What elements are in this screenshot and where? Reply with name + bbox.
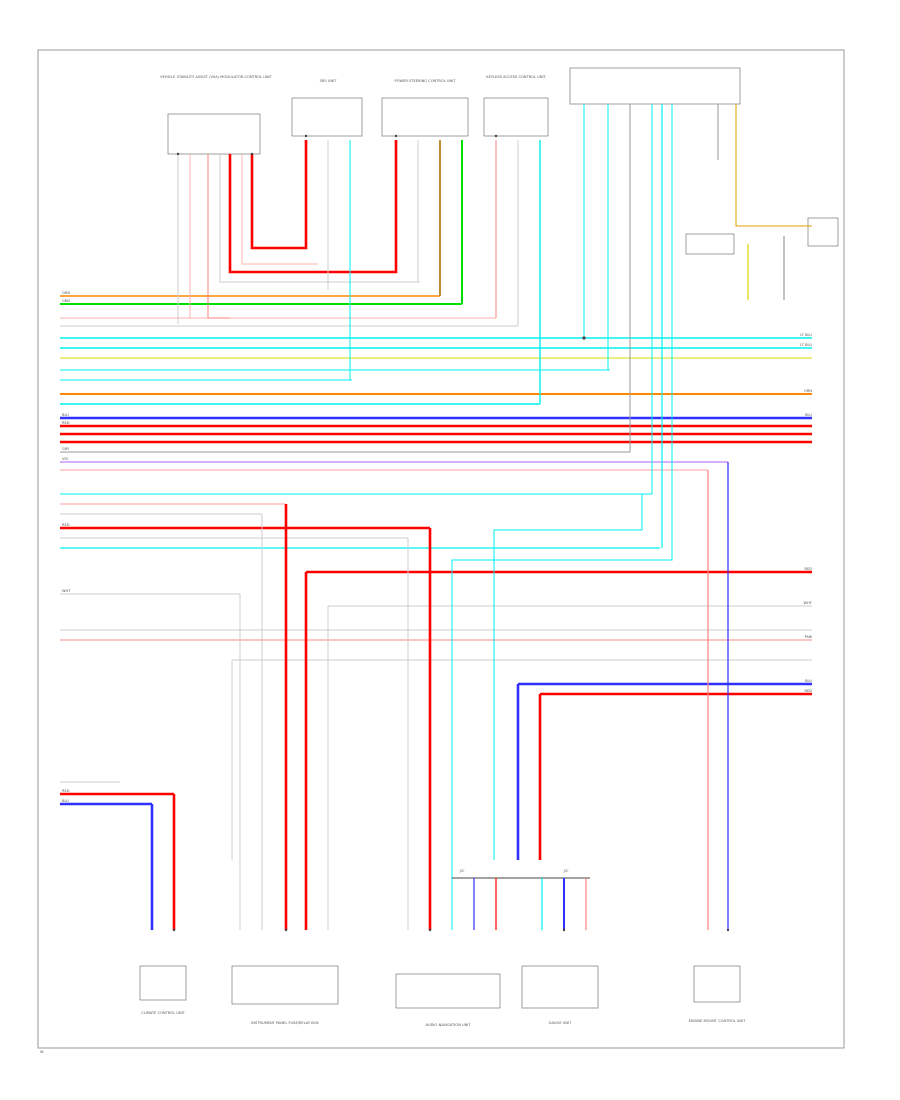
wire-tag: WHT (804, 601, 813, 605)
wire-tag: RED (62, 421, 70, 425)
bottom-module-climate-box (139, 965, 187, 1001)
wire-v-vsa-4 (219, 154, 420, 283)
wire-tag: WHT (62, 589, 71, 593)
wire-tag: PNK (805, 635, 813, 639)
pin (428, 928, 432, 932)
wire-v-vsa-6 (241, 154, 318, 265)
top-module-vsa-label: VEHICLE STABILITY ASSIST (VSA) MODULATOR… (160, 75, 272, 79)
left-wire-tags: ORN GRN BLU RED GRY VIO RED WHT RED BLU (62, 291, 71, 803)
pin (582, 336, 586, 340)
wire-tag: GRN (62, 299, 70, 303)
vertical-wires (150, 104, 812, 930)
page-reference: W (40, 1050, 44, 1054)
wire-v-fuse-8 (735, 104, 812, 227)
bottom-module-gauge-label: GAUGE UNIT (549, 1021, 572, 1025)
wire-tag: RED (804, 567, 812, 571)
pin (304, 134, 308, 138)
bottom-module-engine-mount: ENGINE MOUNT CONTROL UNIT (689, 965, 747, 1023)
ground-box (807, 217, 839, 247)
wire-tag: BLU (805, 679, 812, 683)
wire-tag: ORN (804, 389, 812, 393)
wire-tag: BLU (805, 413, 812, 417)
relay-box (685, 233, 735, 255)
pin (250, 152, 254, 156)
wire-tag: RED (62, 789, 70, 793)
top-module-eps-label: POWER STEERING CONTROL UNIT (395, 79, 457, 83)
top-module-eps: POWER STEERING CONTROL UNIT (381, 79, 469, 137)
pin (494, 134, 498, 138)
top-module-keyless: KEYLESS ACCESS CONTROL UNIT (483, 75, 549, 137)
top-module-srs-box (291, 97, 363, 137)
top-module-keyless-label: KEYLESS ACCESS CONTROL UNIT (486, 75, 546, 79)
top-module-eps-box (381, 97, 469, 137)
connector-pins (172, 134, 730, 932)
wire-tag: BLU (62, 799, 69, 803)
top-module-srs-label: SRS UNIT (320, 79, 338, 83)
wire-tag: BLU (62, 413, 69, 417)
diagram-frame (37, 49, 845, 1049)
bottom-module-audio: AUDIO-NAVIGATION UNIT (395, 973, 501, 1027)
bottom-module-gauge-box (521, 965, 599, 1009)
wire-v-vsa-3 (207, 154, 230, 319)
top-module-vsa: VEHICLE STABILITY ASSIST (VSA) MODULATOR… (160, 75, 273, 155)
junction-right-label: J/C (563, 869, 569, 873)
top-module-vsa-box (167, 113, 261, 155)
horizontal-wires (60, 295, 812, 806)
wire-v-vsa-5 (228, 140, 398, 274)
bottom-module-engine-mount-label: ENGINE MOUNT CONTROL UNIT (689, 1019, 747, 1023)
wire-v-fuse-6 (451, 104, 673, 930)
top-module-srs: SRS UNIT (291, 79, 363, 137)
wire-tag: VIO (62, 457, 69, 461)
bottom-module-audio-label: AUDIO-NAVIGATION UNIT (425, 1023, 471, 1027)
bottom-module-ipfuse-label: INSTRUMENT PANEL FUSE/RELAY BOX (251, 1021, 319, 1025)
top-module-fuse-box-box (569, 67, 741, 105)
bottom-module-gauge: GAUGE UNIT (521, 965, 599, 1025)
bottom-module-engine-mount-box (693, 965, 741, 1003)
wire-tag: RED (804, 689, 812, 693)
bottom-module-climate: CLIMATE CONTROL UNIT (139, 965, 187, 1015)
top-module-keyless-box (483, 97, 549, 137)
wire-v-vsa-7 (250, 140, 308, 250)
pin (562, 928, 566, 932)
bottom-module-climate-label: CLIMATE CONTROL UNIT (141, 1011, 186, 1015)
wire-tag: GRY (62, 447, 70, 451)
pin (394, 134, 398, 138)
pin (176, 152, 180, 156)
bottom-module-ipfuse-box (231, 965, 339, 1005)
wire-tag: LT BLU (800, 333, 812, 337)
wire-tag: LT BLU (800, 343, 812, 347)
bottom-module-ipfuse: INSTRUMENT PANEL FUSE/RELAY BOX (231, 965, 339, 1025)
top-module-fuse-box: UNDER-HOOD FUSE/RELAY BOX (569, 67, 741, 105)
wire-tag: RED (62, 523, 70, 527)
pin (726, 928, 730, 932)
wire-v-fuse-4 (493, 104, 653, 860)
bottom-module-audio-box (395, 973, 501, 1009)
right-wire-tags: LT BLU LT BLU ORN BLU RED WHT PNK BLU RE… (800, 333, 813, 693)
wire-tag: ORN (62, 291, 70, 295)
pin (172, 928, 176, 932)
junction-left-label: J/C (459, 869, 465, 873)
pin (284, 928, 288, 932)
